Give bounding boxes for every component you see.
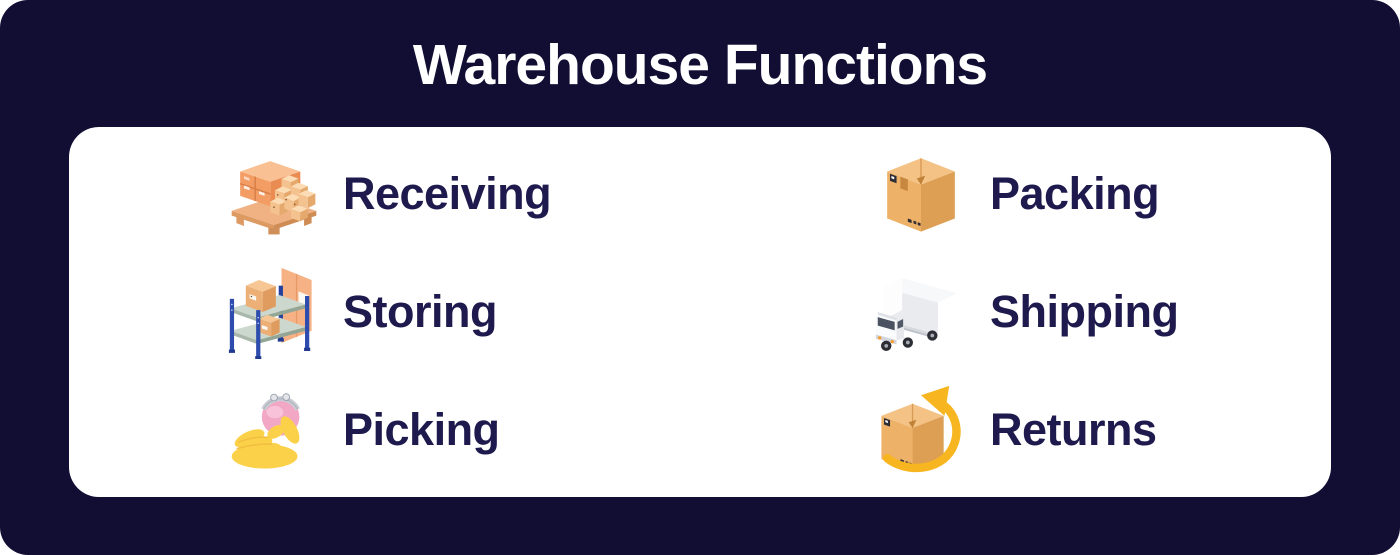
function-item-shipping: Shipping (700, 253, 1331, 371)
functions-column-right: Packing (700, 127, 1331, 497)
pallet-boxes-icon (227, 147, 321, 241)
function-label: Packing (990, 168, 1160, 219)
function-label: Picking (343, 404, 500, 455)
function-item-storing: Storing (69, 253, 700, 371)
functions-card: Receiving (69, 127, 1331, 497)
functions-column-left: Receiving (69, 127, 700, 497)
page-title: Warehouse Functions (412, 33, 988, 97)
function-item-picking: Picking (69, 371, 700, 489)
storage-rack-icon (227, 265, 321, 359)
packed-box-icon (874, 147, 968, 241)
function-label: Storing (343, 286, 497, 337)
function-item-packing: Packing (700, 135, 1331, 253)
function-label: Returns (990, 404, 1157, 455)
function-item-receiving: Receiving (69, 135, 700, 253)
picking-hand-icon (227, 383, 321, 477)
function-label: Receiving (343, 168, 552, 219)
return-box-icon (874, 383, 968, 477)
function-item-returns: Returns (700, 371, 1331, 489)
function-label: Shipping (990, 286, 1179, 337)
delivery-truck-icon (874, 265, 968, 359)
